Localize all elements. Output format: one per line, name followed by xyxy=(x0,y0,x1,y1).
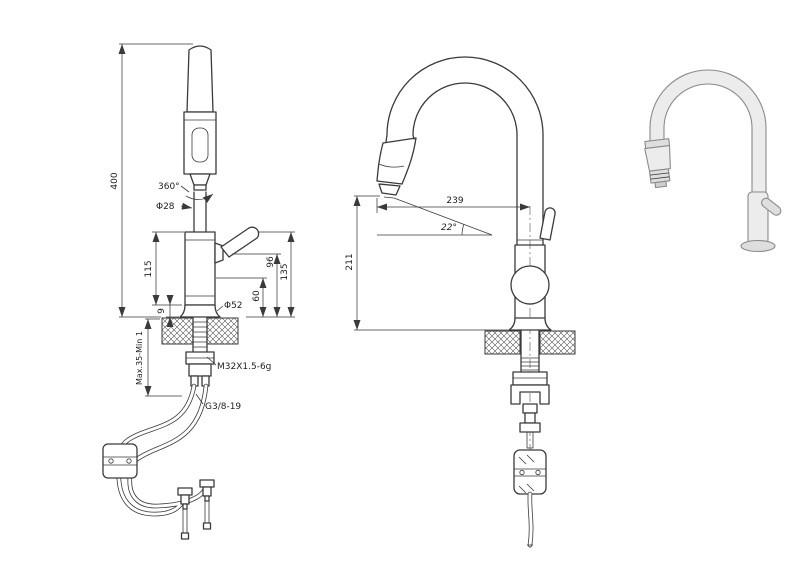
side-body xyxy=(508,207,556,331)
perspective-gooseneck xyxy=(649,69,767,193)
side-joint-circle xyxy=(510,265,550,305)
side-hose-tail xyxy=(527,491,534,548)
dim-60-label: 60 xyxy=(252,290,262,302)
front-body xyxy=(179,231,221,318)
front-mounting-bracket xyxy=(188,363,212,377)
hose-thread-label: G3/8-19 xyxy=(205,402,241,412)
side-hose-weight xyxy=(513,449,547,495)
perspective-base xyxy=(740,239,776,253)
front-hose-fitting-left xyxy=(177,487,193,540)
dim-angle-label: 22° xyxy=(441,223,457,233)
side-horseshoe-bracket xyxy=(510,384,550,405)
front-dimensions: 400 115 9 360° Φ28 Φ52 6 xyxy=(110,43,295,412)
front-aerator xyxy=(189,173,211,186)
dim-height-label: 211 xyxy=(345,253,355,270)
front-hose-weight xyxy=(102,443,138,479)
dim-96-label: 96 xyxy=(266,256,276,268)
shank-thread-label: M32X1.5-6g xyxy=(217,362,271,372)
front-hoses xyxy=(102,383,215,540)
side-handle-pin xyxy=(539,207,556,241)
dim-400-label: 400 xyxy=(110,172,120,189)
dim-135-label: 135 xyxy=(280,263,290,280)
front-base-flange xyxy=(179,304,221,318)
side-mounting-nut xyxy=(512,371,548,386)
side-view: 239 22° 211 xyxy=(345,56,576,548)
side-gooseneck xyxy=(385,56,544,246)
dim-base-diameter-label: Φ52 xyxy=(224,301,243,311)
dim-deck-thickness-label: Max.35-Min 1 xyxy=(135,331,144,385)
front-counter-deck xyxy=(161,317,239,345)
side-dimensions: 239 22° 211 xyxy=(345,195,530,331)
front-shank-assembly xyxy=(185,317,215,387)
front-shank-thread xyxy=(193,321,207,348)
front-handle-lever xyxy=(214,226,260,264)
side-spray-head xyxy=(376,137,417,199)
dim-reach-label: 239 xyxy=(446,196,463,206)
side-shank-assembly xyxy=(510,329,550,449)
front-spout-column xyxy=(183,45,217,233)
front-hose-fitting-right xyxy=(199,479,215,530)
perspective-spray-head xyxy=(644,138,671,189)
dim-115-label: 115 xyxy=(144,260,154,277)
perspective-handle xyxy=(761,197,782,216)
side-counter-deck xyxy=(484,330,576,355)
dim-spout-diameter-label: Φ28 xyxy=(156,202,175,212)
dim-swivel-label: 360° xyxy=(158,182,180,192)
perspective-view xyxy=(644,69,782,253)
front-view: 400 115 9 360° Φ28 Φ52 6 xyxy=(102,43,295,540)
dim-9-label: 9 xyxy=(157,308,167,314)
